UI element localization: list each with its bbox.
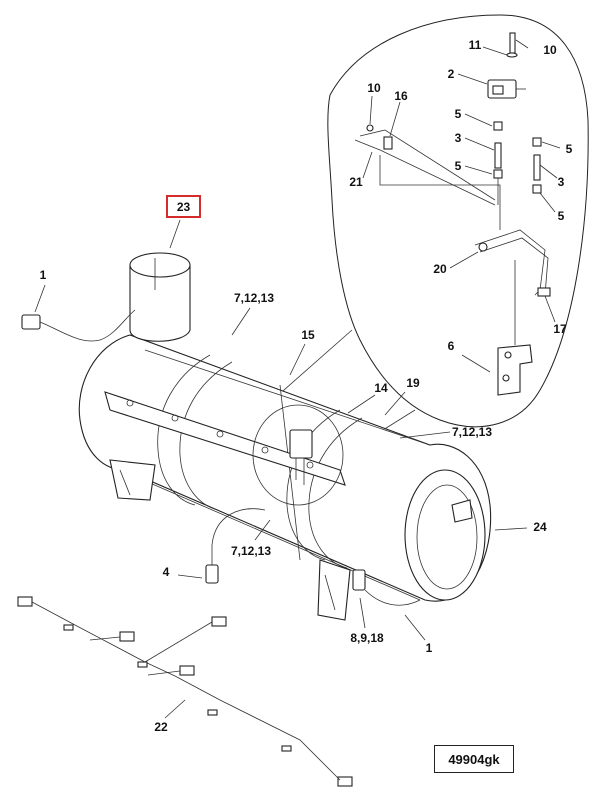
- support-bracket-left: [109, 459, 156, 501]
- sensor-module: [289, 429, 313, 485]
- sensor-wire-left: [21, 309, 136, 342]
- callout-7-12-13-right: 7,12,13: [452, 425, 492, 439]
- callout-8-9-18: 8,9,18: [350, 631, 384, 645]
- callout-3-b: 3: [558, 175, 565, 189]
- callout-6: 6: [448, 339, 455, 353]
- detail-bracket-rail: [474, 229, 551, 345]
- callout-10-top: 10: [543, 43, 557, 57]
- callout-7-12-13-top: 7,12,13: [234, 291, 274, 305]
- callout-7-12-13-bottom: 7,12,13: [231, 544, 271, 558]
- detail-cable-harness: [354, 124, 501, 230]
- callout-1-bottom: 1: [426, 641, 433, 655]
- callout-14: 14: [374, 381, 388, 395]
- callout-19: 19: [406, 376, 420, 390]
- callout-5-d: 5: [558, 209, 565, 223]
- heat-shield-rail: [104, 391, 346, 486]
- callout-2: 2: [448, 67, 455, 81]
- detail-rod-left: [493, 121, 503, 205]
- callout-11: 11: [469, 38, 482, 52]
- detail-bolt-assembly: [506, 32, 518, 58]
- detail-rod-right: [532, 137, 542, 194]
- callout-21: 21: [349, 175, 363, 189]
- detail-mounting-clip: [497, 344, 533, 396]
- support-bracket-right: [317, 559, 351, 621]
- wiring-harness: [17, 596, 353, 787]
- leader-lines: [34, 39, 561, 719]
- callout-4: 4: [163, 565, 170, 579]
- highlighted-callout-23[interactable]: 23: [166, 195, 201, 218]
- callout-5-b: 5: [566, 142, 573, 156]
- detail-bubble-outline: [327, 14, 589, 428]
- callout-16: 16: [394, 89, 408, 103]
- callout-5-c: 5: [455, 159, 462, 173]
- callout-20: 20: [433, 262, 447, 276]
- sensor-wire-4: [205, 508, 266, 584]
- callout-3-a: 3: [455, 131, 462, 145]
- clamp-bands: [157, 354, 363, 569]
- detail-actuator: [487, 79, 526, 99]
- nox-sensor-bottom: [352, 569, 421, 606]
- sensor-zoom-ring: [252, 404, 344, 506]
- callout-15: 15: [301, 328, 315, 342]
- inlet-pipe: [129, 252, 191, 342]
- callout-24: 24: [533, 520, 547, 534]
- callout-22: 22: [154, 720, 168, 734]
- callout-10-left: 10: [367, 81, 381, 95]
- reference-code-label: 49904gk: [434, 745, 514, 773]
- callout-1-left: 1: [40, 268, 47, 282]
- callout-5-a: 5: [455, 107, 462, 121]
- callout-17: 17: [553, 322, 567, 336]
